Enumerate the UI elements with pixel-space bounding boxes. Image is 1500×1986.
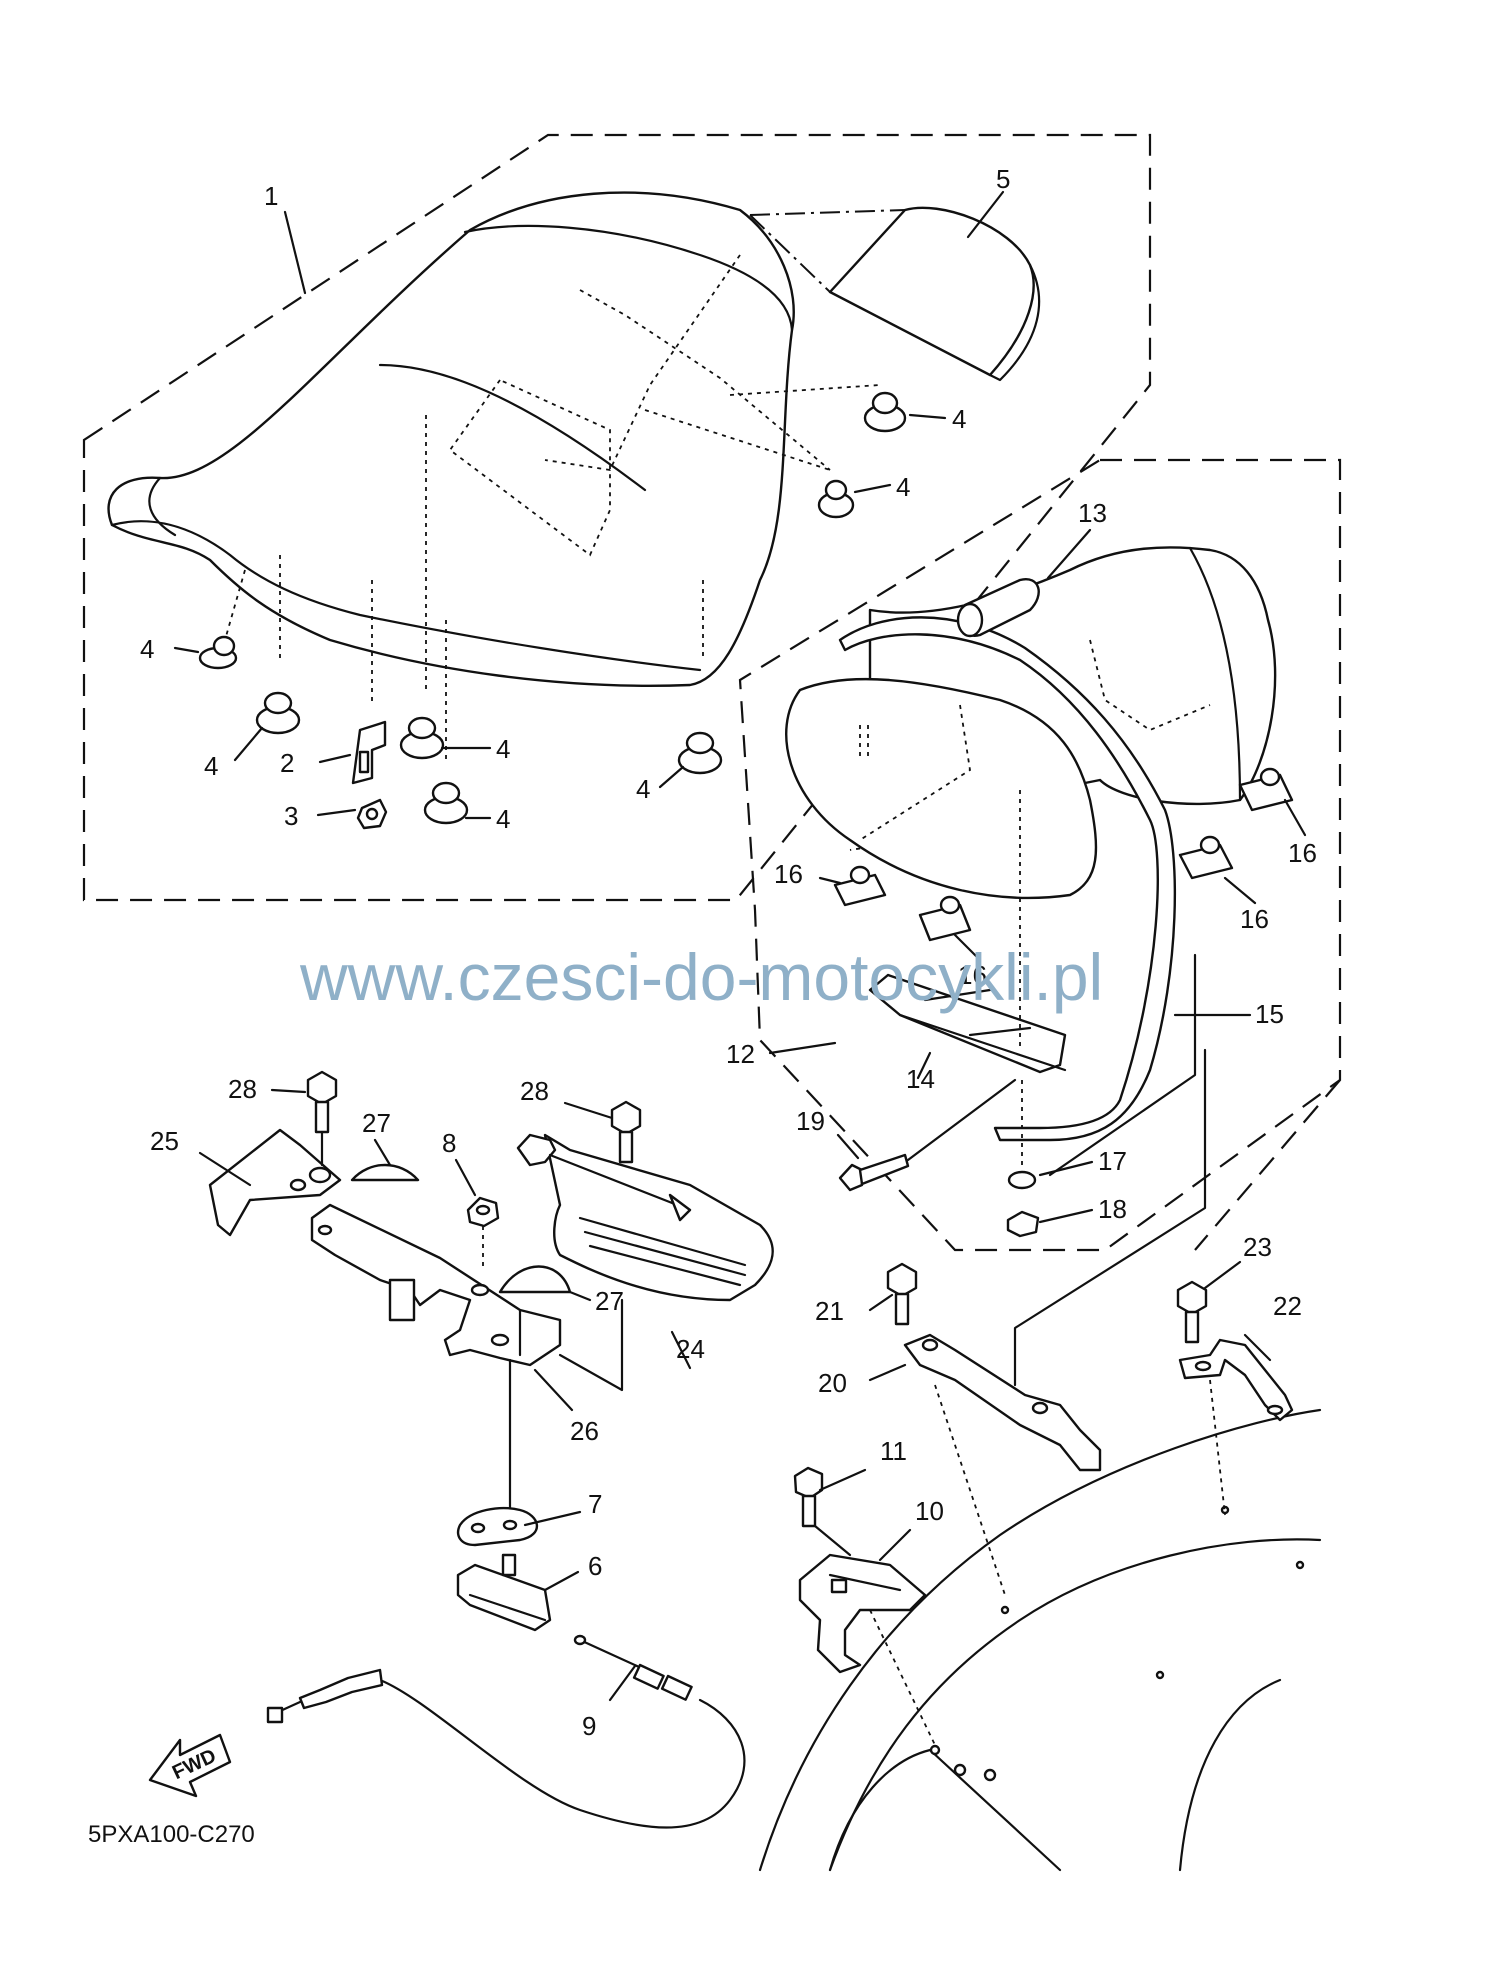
callout-4: 4 xyxy=(896,472,910,502)
callout-24: 24 xyxy=(676,1334,705,1364)
pad-27a xyxy=(350,1163,420,1182)
callout-4: 4 xyxy=(140,634,154,664)
seat-pad xyxy=(749,206,1041,382)
callout-26: 26 xyxy=(570,1416,599,1446)
rider-seat-group-outline xyxy=(82,133,1152,902)
callout-21: 21 xyxy=(815,1296,844,1326)
callout-labels: 1 5 4 4 4 4 2 3 4 4 4 13 16 16 16 16 15 … xyxy=(140,164,1317,1741)
callout-28: 28 xyxy=(228,1074,257,1104)
group-12-lower-edge xyxy=(1194,1079,1341,1251)
callout-16: 16 xyxy=(1240,904,1269,934)
callout-1: 1 xyxy=(264,181,278,211)
rider-seat-stud-lines xyxy=(224,415,704,760)
callout-15: 15 xyxy=(1255,999,1284,1029)
damper-4d xyxy=(255,691,301,735)
damper-4c xyxy=(198,635,238,670)
callout-5: 5 xyxy=(996,164,1010,194)
callout-17: 17 xyxy=(1098,1146,1127,1176)
pad-27b xyxy=(498,1265,572,1294)
callout-18: 18 xyxy=(1098,1194,1127,1224)
bolt-19 xyxy=(838,1078,1017,1192)
callout-3: 3 xyxy=(284,801,298,831)
callout-20: 20 xyxy=(818,1368,847,1398)
damper-4g xyxy=(677,731,723,775)
grab-strap xyxy=(838,616,1177,1142)
handle-22 xyxy=(1178,1338,1294,1422)
callout-25: 25 xyxy=(150,1126,179,1156)
bolt-23 xyxy=(1176,1280,1208,1344)
cylinder-13 xyxy=(956,578,1040,638)
callout-22: 22 xyxy=(1273,1291,1302,1321)
nut-plate-16c xyxy=(1178,835,1234,880)
callout-4: 4 xyxy=(636,774,650,804)
callout-7: 7 xyxy=(588,1489,602,1519)
callout-14: 14 xyxy=(906,1064,935,1094)
rubber-damper-set xyxy=(198,391,907,825)
plate-24 xyxy=(516,1133,774,1302)
passenger-seat-group-outline xyxy=(738,458,1342,1252)
callout-4: 4 xyxy=(496,734,510,764)
damper-4b xyxy=(817,479,855,519)
assembly-reference-line xyxy=(1013,1048,1207,1387)
nut-8 xyxy=(466,1196,500,1270)
callout-16: 16 xyxy=(774,859,803,889)
callout-28: 28 xyxy=(520,1076,549,1106)
callout-4: 4 xyxy=(204,751,218,781)
callout-11: 11 xyxy=(880,1436,907,1466)
leader-lines xyxy=(173,190,1307,1702)
seat-lock-6 xyxy=(456,1553,552,1632)
nut-plate-16b xyxy=(918,895,972,942)
plate-7 xyxy=(456,1506,539,1547)
nut-plate-16a xyxy=(833,865,887,907)
callout-4: 4 xyxy=(496,804,510,834)
bracket-26 xyxy=(310,1203,562,1367)
seat-lock-cable xyxy=(266,1634,746,1829)
callout-23: 23 xyxy=(1243,1232,1272,1262)
bracket-2 xyxy=(351,720,387,785)
bracket-20 xyxy=(903,1333,1102,1472)
damper-4a xyxy=(863,391,907,433)
callout-16: 16 xyxy=(958,960,987,990)
nut-3 xyxy=(356,798,388,830)
callout-13: 13 xyxy=(1078,498,1107,528)
callout-27: 27 xyxy=(362,1108,391,1138)
nut-18 xyxy=(1006,1210,1040,1238)
callout-2: 2 xyxy=(280,748,294,778)
callout-16: 16 xyxy=(1288,838,1317,868)
callout-10: 10 xyxy=(915,1496,944,1526)
damper-4f xyxy=(423,781,469,825)
watermark: www.czesci-do-motocykli.pl xyxy=(299,940,1103,1014)
bolt-28a xyxy=(306,1070,338,1167)
lever-25 xyxy=(208,1128,342,1237)
nut-plate-16d xyxy=(1238,767,1294,812)
callout-19: 19 xyxy=(796,1106,825,1136)
bolt-21 xyxy=(886,1262,918,1326)
callout-6: 6 xyxy=(588,1551,602,1581)
rider-seat xyxy=(107,191,881,687)
fwd-arrow-icon: FWD xyxy=(148,1733,232,1798)
bracket-14 xyxy=(868,790,1067,1074)
damper-4e xyxy=(399,716,445,760)
bolt-28b xyxy=(610,1100,642,1164)
bracket-10 xyxy=(798,1553,927,1674)
callout-27: 27 xyxy=(595,1286,624,1316)
callout-4: 4 xyxy=(952,404,966,434)
fender-outline xyxy=(758,1408,1322,1872)
diagram-code: 5PXA100-C270 xyxy=(88,1821,255,1848)
callout-8: 8 xyxy=(442,1128,456,1158)
callout-9: 9 xyxy=(582,1711,596,1741)
washer-17 xyxy=(1007,1170,1037,1190)
passenger-seat-pad xyxy=(785,677,1098,900)
callout-12: 12 xyxy=(726,1039,755,1069)
